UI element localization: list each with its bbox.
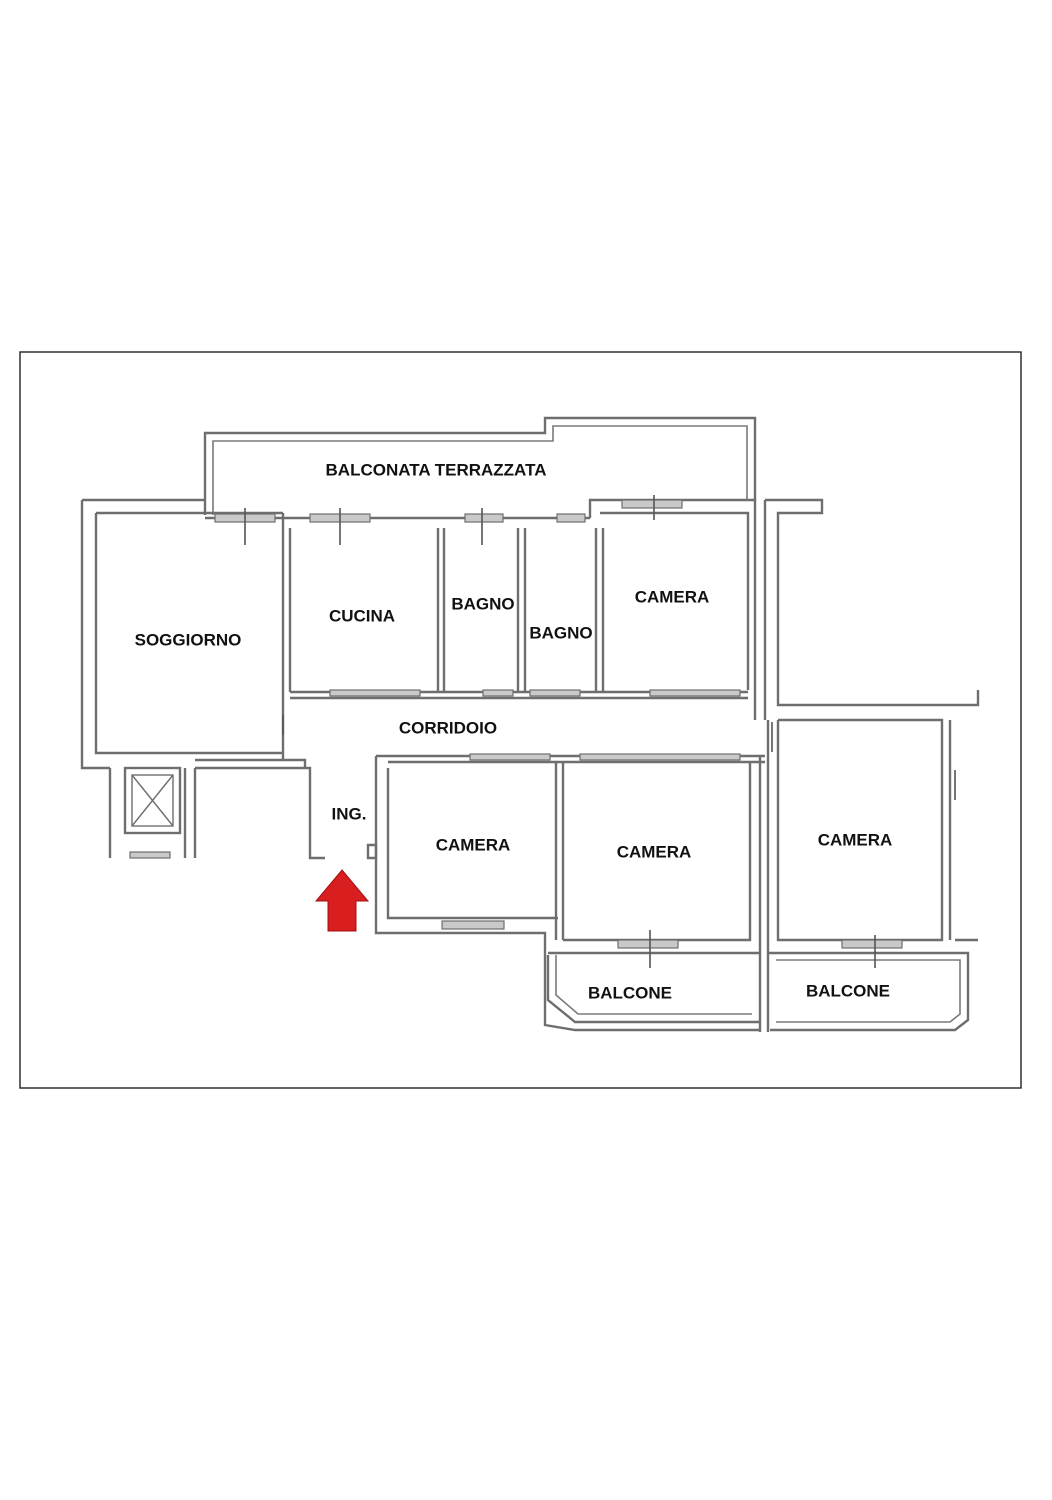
label-balconata-terrazzata: BALCONATA TERRAZZATA xyxy=(326,460,547,479)
label-bagno-1: BAGNO xyxy=(451,594,514,613)
label-camera-mid-2: CAMERA xyxy=(617,842,692,861)
room-labels: BALCONATA TERRAZZATA SOGGIORNO CUCINA BA… xyxy=(135,460,893,1002)
door-ticks xyxy=(244,495,956,968)
label-camera-mid-1: CAMERA xyxy=(436,835,511,854)
label-balcone-2: BALCONE xyxy=(806,981,890,1000)
label-bagno-2: BAGNO xyxy=(529,623,592,642)
drawing-frame xyxy=(19,351,1022,1089)
label-camera-right: CAMERA xyxy=(818,830,893,849)
windows xyxy=(129,499,903,949)
label-balcone-1: BALCONE xyxy=(588,983,672,1002)
label-corridoio: CORRIDOIO xyxy=(399,718,497,737)
label-ingresso: ING. xyxy=(332,804,367,823)
entrance-arrow-icon xyxy=(314,869,370,932)
walls xyxy=(80,416,980,1032)
label-cucina: CUCINA xyxy=(329,606,395,625)
elevator-shaft-icon xyxy=(123,766,182,835)
label-camera-top: CAMERA xyxy=(635,587,710,606)
label-soggiorno: SOGGIORNO xyxy=(135,630,242,649)
